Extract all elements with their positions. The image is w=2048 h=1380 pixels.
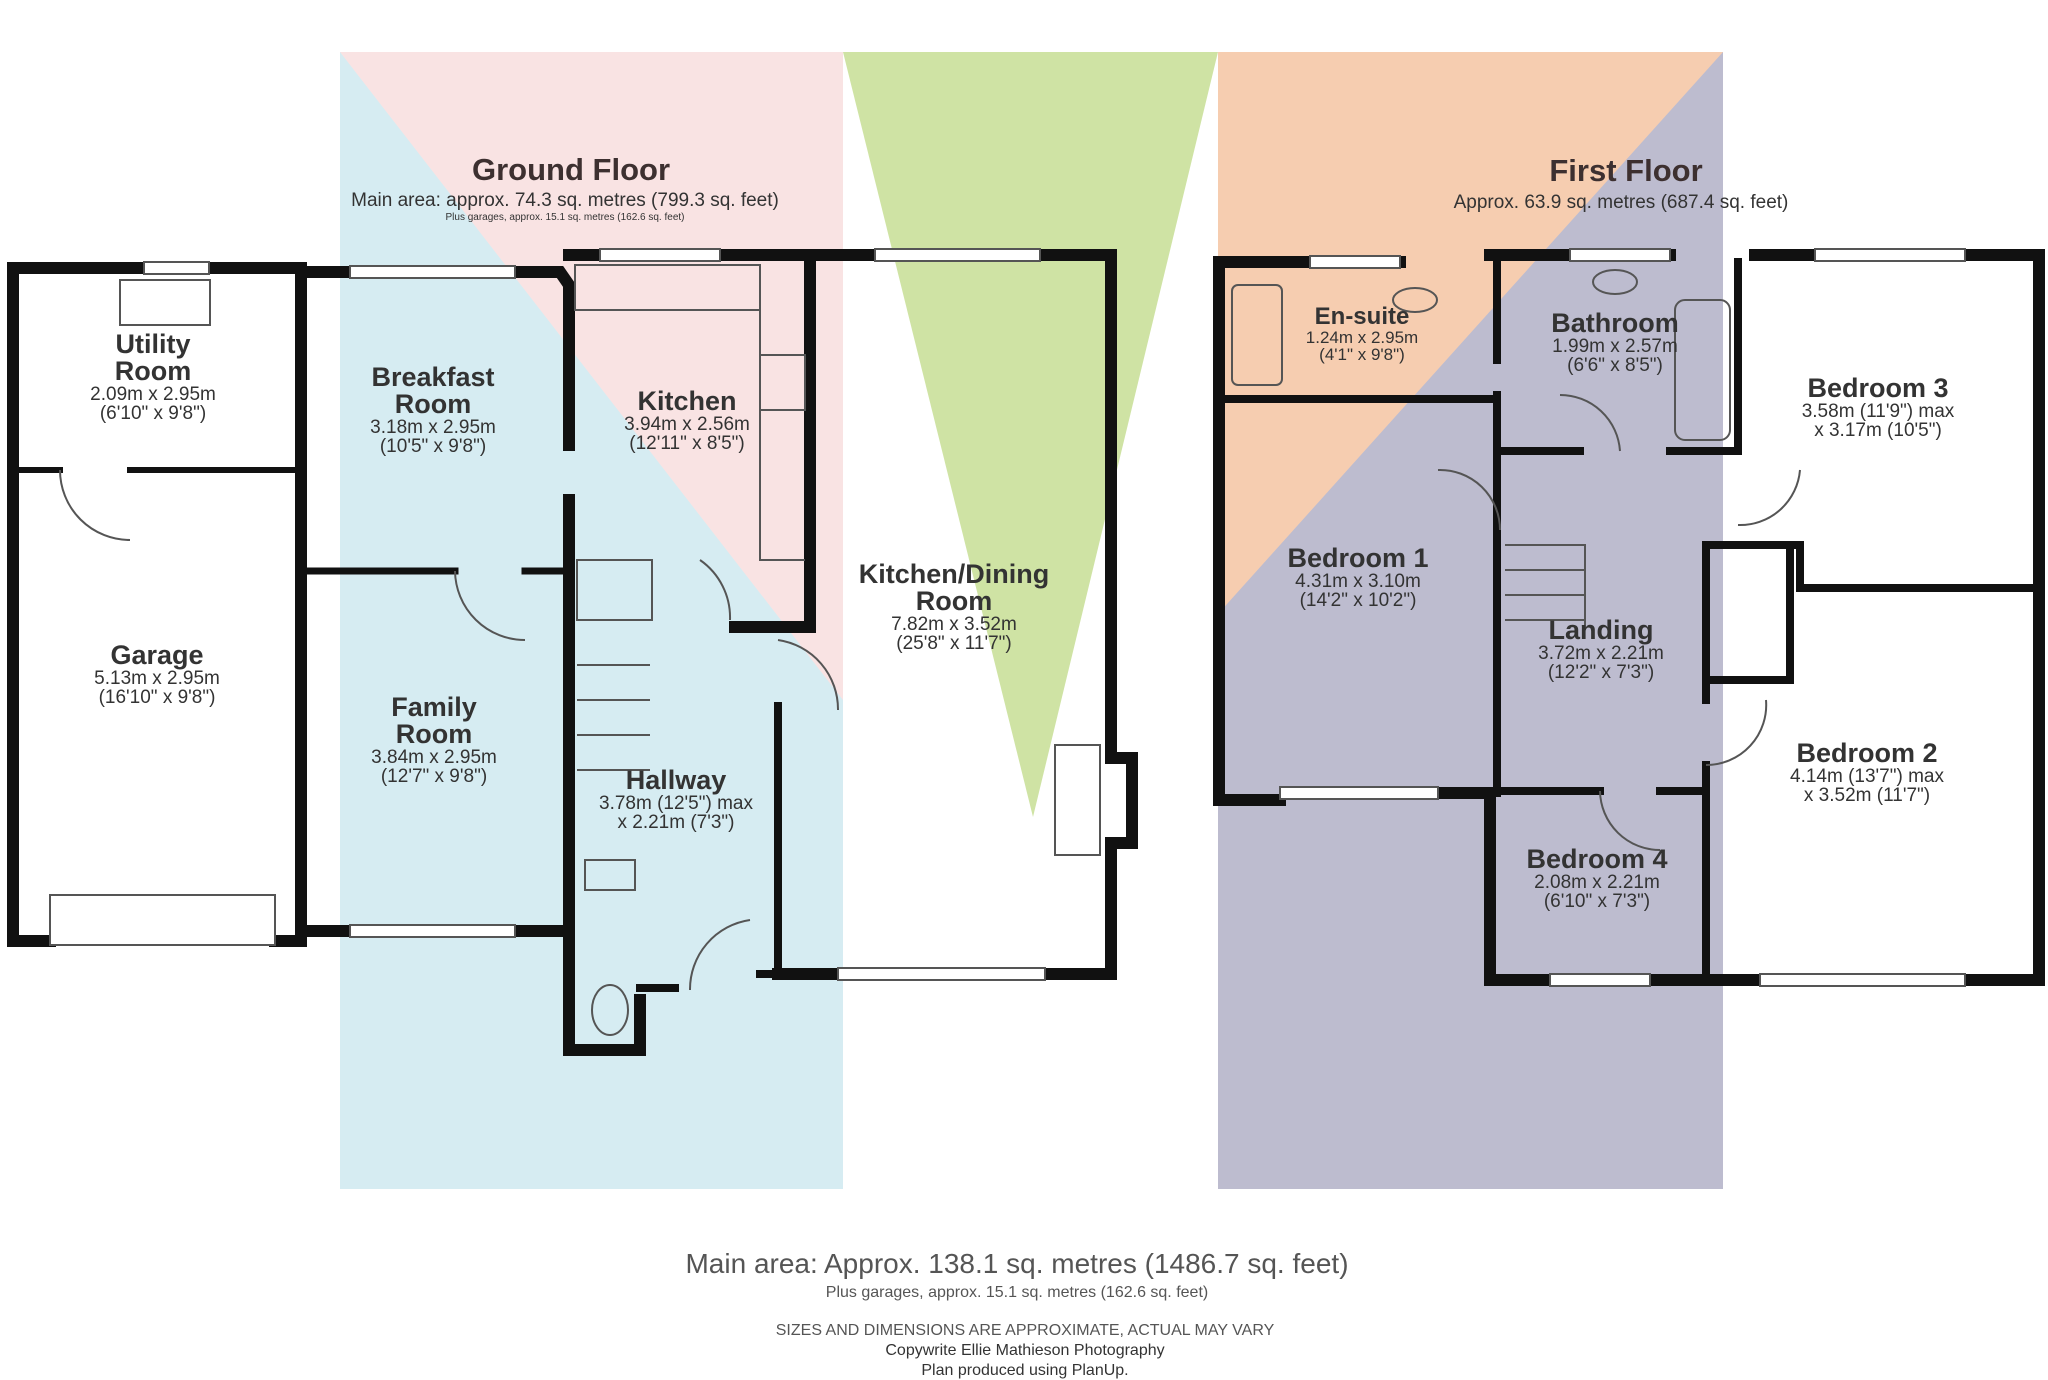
ground-floor-fixtures [49,248,1101,1036]
ground-floor-garages: Plus garages, approx. 15.1 sq. metres (1… [445,212,685,223]
room-hallway: Hallway 3.78m (12'5") max x 2.21m (7'3") [599,765,753,833]
room-garage: Garage 5.13m x 2.95m (16'10" x 9'8") [94,640,220,708]
copyright: Copywrite Ellie Mathieson Photography [885,1342,1165,1359]
produced-by: Plan produced using PlanUp. [921,1362,1129,1379]
ground-floor-area: Main area: approx. 74.3 sq. metres (799.… [351,190,779,211]
room-kitchen: Kitchen 3.94m x 2.56m (12'11" x 8'5") [624,386,750,454]
room-kitchen-dining: Kitchen/Dining Room 7.82m x 3.52m (25'8"… [858,559,1050,654]
first-floor-area: Approx. 63.9 sq. metres (687.4 sq. feet) [1453,192,1789,213]
first-floor-title: First Floor [1549,153,1703,188]
room-utility: Utility Room 2.09m x 2.95m (6'10" x 9'8"… [90,329,216,424]
total-garages: Plus garages, approx. 15.1 sq. metres (1… [825,1284,1209,1301]
total-area: Main area: Approx. 138.1 sq. metres (148… [685,1248,1349,1279]
room-bathroom: Bathroom 1.99m x 2.57m (6'6" x 8'5") [1551,308,1679,376]
green-wedge [843,52,1218,817]
room-breakfast: Breakfast Room 3.18m x 2.95m (10'5" x 9'… [370,362,496,457]
room-bedroom-1: Bedroom 1 4.31m x 3.10m (14'2" x 10'2") [1287,543,1429,611]
disclaimer: SIZES AND DIMENSIONS ARE APPROXIMATE, AC… [775,1322,1275,1339]
ground-floor-title: Ground Floor [471,152,671,187]
ground-floor-walls [7,249,1138,1056]
room-bedroom-3: Bedroom 3 3.58m (11'9") max x 3.17m (10'… [1801,373,1955,441]
room-en-suite: En-suite 1.24m x 2.95m (4'1" x 9'8") [1305,303,1419,364]
first-floor-walls [1213,249,2045,986]
first-floor-fixtures [1231,248,1966,987]
room-bedroom-2: Bedroom 2 4.14m (13'7") max x 3.52m (11'… [1790,738,1944,806]
room-bedroom-4: Bedroom 4 2.08m x 2.21m (6'10" x 7'3") [1526,844,1668,912]
room-family: Family Room 3.84m x 2.95m (12'7" x 9'8") [371,692,497,787]
purple-band [1218,52,1723,1189]
pink-band [340,52,843,700]
room-landing: Landing 3.72m x 2.21m (12'2" x 7'3") [1538,615,1664,683]
